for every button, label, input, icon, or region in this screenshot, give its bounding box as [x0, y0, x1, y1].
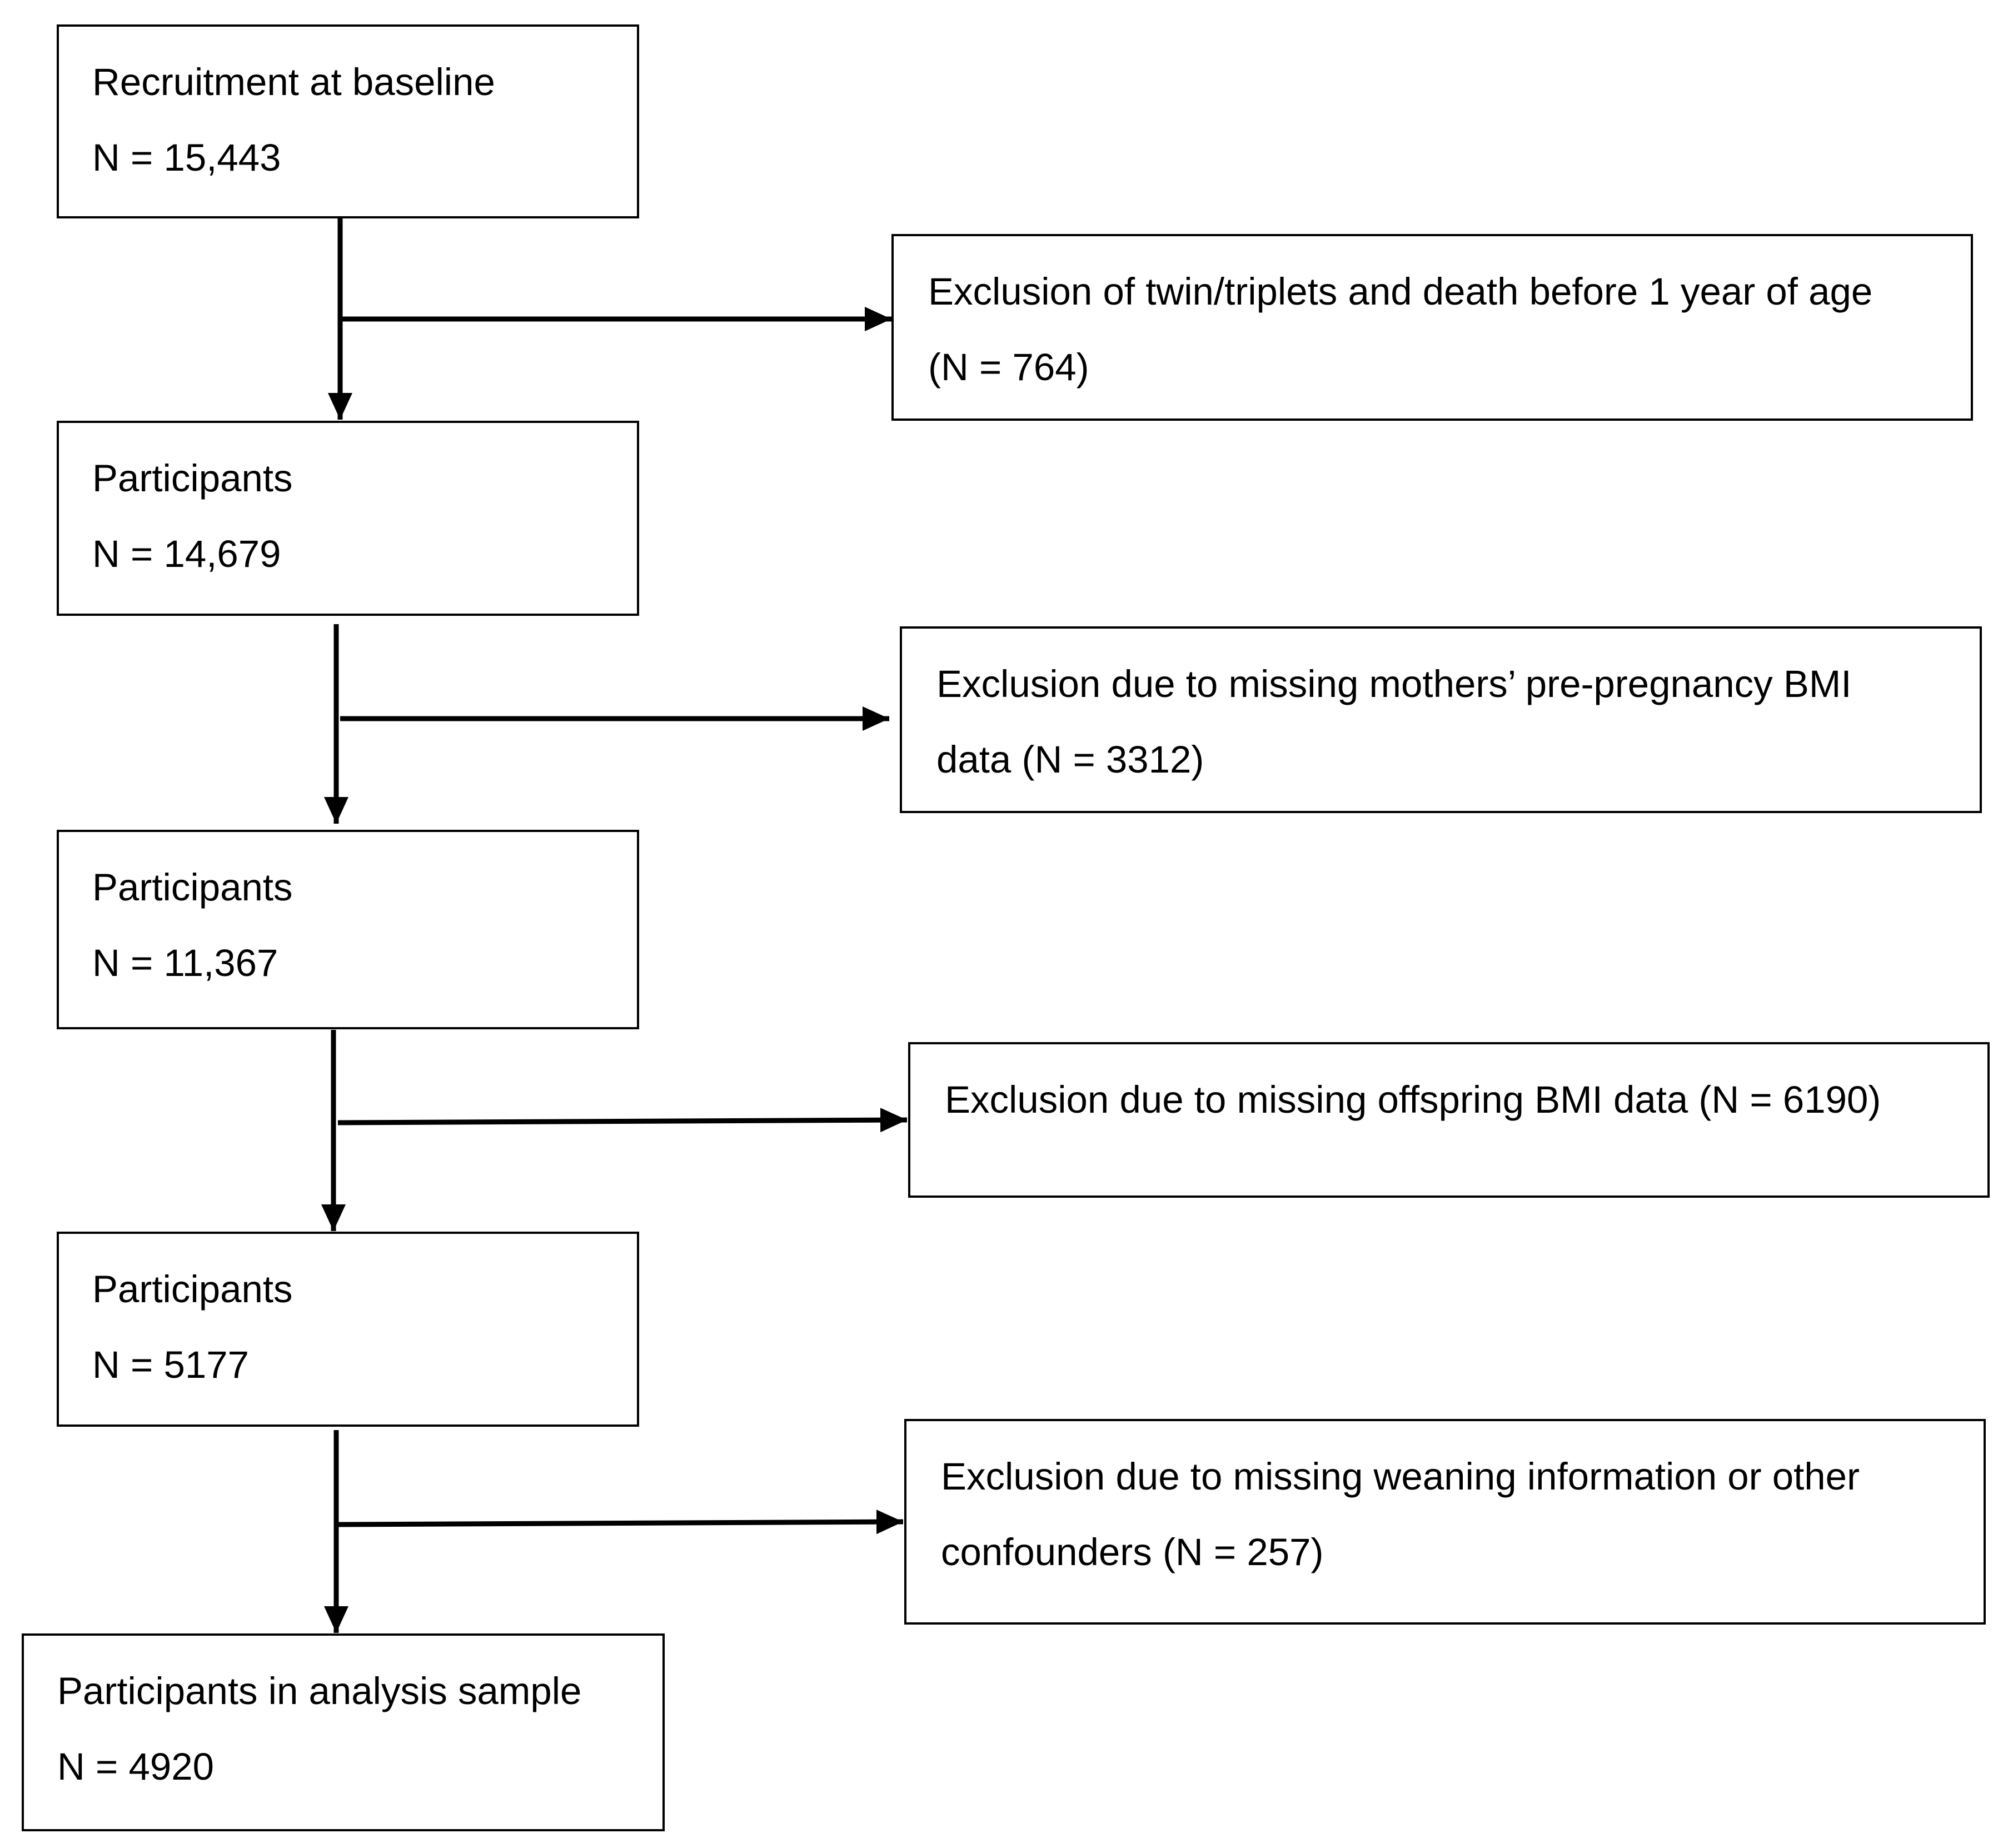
step-label: Participants in analysis sample	[57, 1670, 582, 1712]
step-label: Participants	[92, 866, 293, 909]
exclusion-box-twins-deaths: Exclusion of twin/triplets and death bef…	[891, 234, 1973, 421]
step-label: Recruitment at baseline	[92, 61, 495, 103]
exclusion-box-maternal-bmi: Exclusion due to missing mothers’ pre-pr…	[900, 626, 1982, 813]
step-box-analysis-sample: Participants in analysis sample N = 4920	[22, 1633, 665, 1831]
step-box-participants-1: Participants N = 14,679	[57, 421, 639, 616]
step-box-recruitment: Recruitment at baseline N = 15,443	[57, 24, 639, 218]
exclusion-text-line2: data (N = 3312)	[936, 738, 1204, 781]
exclusion-text-line2: confounders (N = 257)	[941, 1531, 1324, 1573]
step-count: N = 4920	[57, 1745, 214, 1788]
exclusion-text-line1: Exclusion due to missing offspring BMI d…	[945, 1078, 1881, 1121]
side-arrow-4	[334, 1510, 904, 1535]
step-box-participants-2: Participants N = 11,367	[57, 830, 639, 1029]
step-count: N = 15,443	[92, 136, 281, 179]
step-count: N = 14,679	[92, 532, 281, 575]
step-label: Participants	[92, 457, 293, 500]
exclusion-box-offspring-bmi: Exclusion due to missing offspring BMI d…	[908, 1042, 1990, 1198]
exclusion-box-weaning-confounders: Exclusion due to missing weaning informa…	[904, 1419, 1986, 1625]
step-count: N = 5177	[92, 1343, 249, 1386]
step-box-participants-3: Participants N = 5177	[57, 1232, 639, 1427]
step-label: Participants	[92, 1268, 293, 1311]
exclusion-text-line1: Exclusion of twin/triplets and death bef…	[928, 270, 1873, 313]
side-arrow-3	[337, 1108, 908, 1133]
exclusion-text-line1: Exclusion due to missing weaning informa…	[941, 1455, 1860, 1498]
exclusion-text-line1: Exclusion due to missing mothers’ pre-pr…	[936, 663, 1852, 705]
step-count: N = 11,367	[92, 942, 278, 984]
exclusion-text-line2: (N = 764)	[928, 346, 1089, 388]
